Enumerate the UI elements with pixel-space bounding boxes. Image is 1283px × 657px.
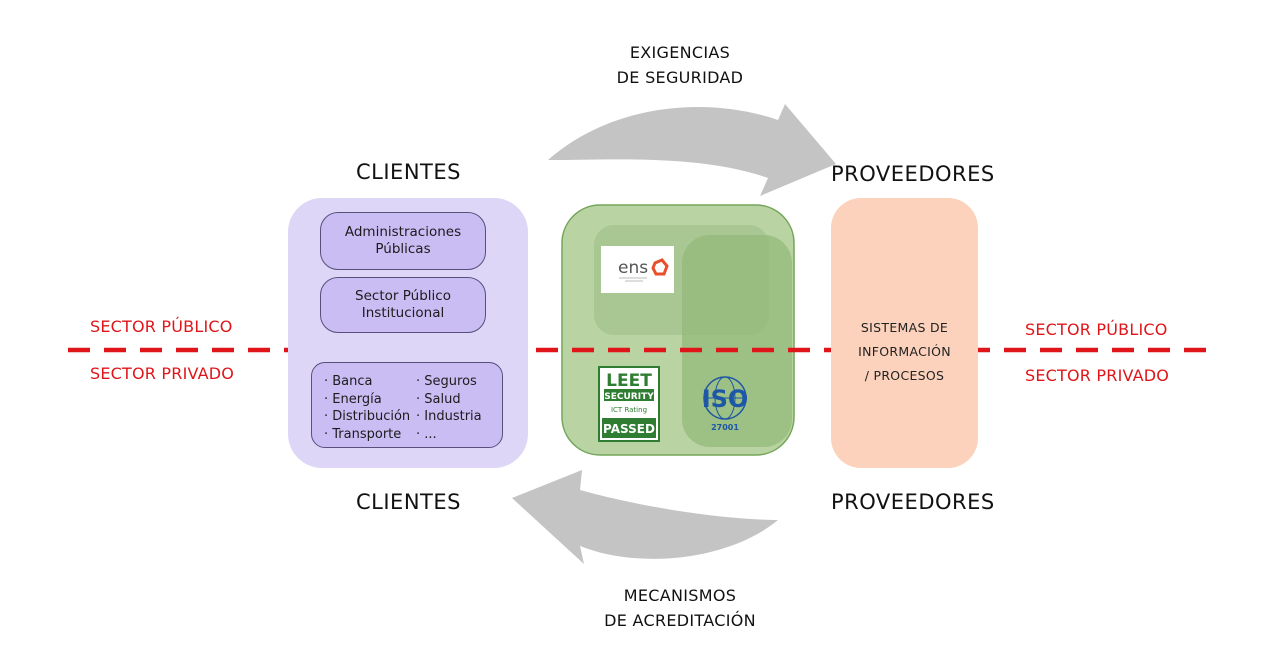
svg-text:PASSED: PASSED [603,422,655,436]
private-sectors-box: · Banca · Energía · Distribución · Trans… [311,362,503,448]
providers-box-text: SISTEMAS DE INFORMACIÓN / PROCESOS [858,320,951,383]
list-item: · Salud [416,391,461,407]
public-administrations-box: Administraciones Públicas [320,212,486,270]
ens-logo: ens [601,246,674,293]
sector-left-public: SECTOR PÚBLICO [90,317,233,336]
list-item: · Distribución [324,409,411,424]
svg-text:ISO: ISO [702,385,749,413]
bottom-arrow [512,470,778,564]
sector-right-private: SECTOR PRIVADO [1025,366,1170,385]
clients-heading-top: CLIENTES [356,160,461,184]
list-item: · Transporte [324,426,402,442]
top-arrow [548,104,836,196]
svg-text:ICT Rating: ICT Rating [611,406,647,414]
svg-text:27001: 27001 [711,423,739,432]
list-item: · Seguros [416,374,477,389]
svg-text:SECURITY: SECURITY [604,392,654,402]
iso-27001-logo: ISO 27001 [692,372,758,436]
providers-heading-top: PROVEEDORES [831,162,995,186]
list-item: · Industria [416,409,482,424]
list-item: · Energía [324,391,382,407]
certification-cylinder [561,204,795,456]
private-sectors-col1: · Banca · Energía · Distribución · Trans… [324,373,410,443]
public-sector-institutional-box: Sector Público Institucional [320,277,486,333]
svg-text:ens: ens [618,258,648,278]
leet-security-logo: LEET SECURITY ICT Rating PASSED [598,366,660,442]
providers-panel [831,198,978,468]
private-sectors-col2: · Seguros · Salud · Industria · ... [416,373,482,443]
list-item: · Banca [324,374,373,389]
clients-heading-bottom: CLIENTES [356,490,461,514]
list-item: · ... [416,426,437,442]
svg-text:LEET: LEET [606,371,652,391]
providers-heading-bottom: PROVEEDORES [831,490,995,514]
sector-left-private: SECTOR PRIVADO [90,364,235,383]
sector-right-public: SECTOR PÚBLICO [1025,320,1168,339]
